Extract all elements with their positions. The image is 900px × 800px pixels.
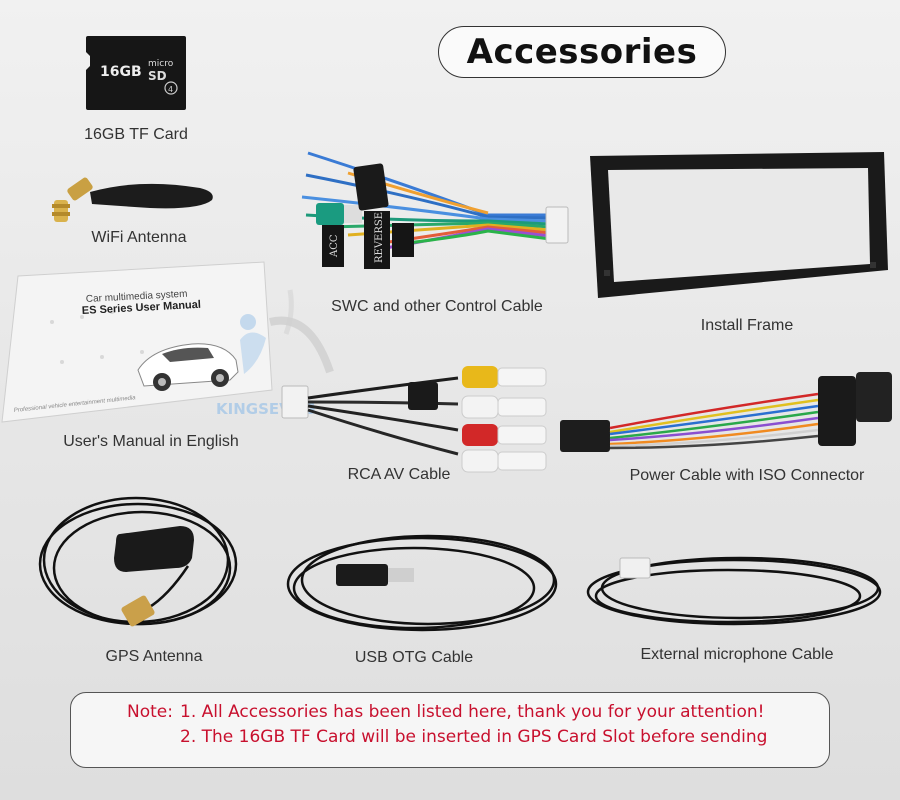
- note-box: Note: 1. All Accessories has been listed…: [70, 692, 830, 768]
- swc-cable-image: ACC REVERSE: [301, 151, 569, 269]
- install-frame-image: [590, 152, 888, 298]
- rca-av-cable-image: [281, 366, 547, 473]
- caption-tf-card: 16GB TF Card: [84, 126, 188, 143]
- tf-card-class: 4: [168, 85, 173, 94]
- wifi-antenna-image: [52, 177, 213, 222]
- tf-card-brand: micro: [148, 59, 174, 69]
- page-title: Accessories: [438, 26, 726, 78]
- tf-card-type: SD: [148, 69, 167, 83]
- tf-card-image: 16GB micro SD 4: [86, 36, 186, 110]
- usb-otg-cable-image: [286, 534, 558, 632]
- gps-antenna-image: [38, 496, 238, 627]
- caption-users-manual: User's Manual in English: [63, 433, 239, 450]
- note-line-2: 2. The 16GB TF Card will be inserted in …: [180, 727, 768, 747]
- caption-rca-av-cable: RCA AV Cable: [347, 466, 451, 483]
- note-line-1: 1. All Accessories has been listed here,…: [180, 702, 765, 722]
- caption-mic-cable: External microphone Cable: [640, 646, 834, 663]
- note-prefix: Note:: [127, 702, 173, 722]
- manual-line1: Car multimedia system: [86, 289, 188, 305]
- caption-power-cable: Power Cable with ISO Connector: [629, 467, 865, 484]
- mic-cable-image: [586, 556, 882, 626]
- caption-swc-cable: SWC and other Control Cable: [331, 298, 543, 315]
- caption-usb-otg-cable: USB OTG Cable: [354, 649, 474, 666]
- caption-gps-antenna: GPS Antenna: [105, 648, 203, 665]
- tf-card-capacity: 16GB: [100, 64, 142, 80]
- power-cable-image: [560, 372, 892, 452]
- swc-tag-reverse: REVERSE: [374, 212, 385, 263]
- swc-tag-acc: ACC: [329, 234, 340, 258]
- caption-wifi-antenna: WiFi Antenna: [91, 229, 187, 246]
- caption-install-frame: Install Frame: [700, 317, 794, 334]
- users-manual-image: Car multimedia system ES Series User Man…: [1, 261, 273, 423]
